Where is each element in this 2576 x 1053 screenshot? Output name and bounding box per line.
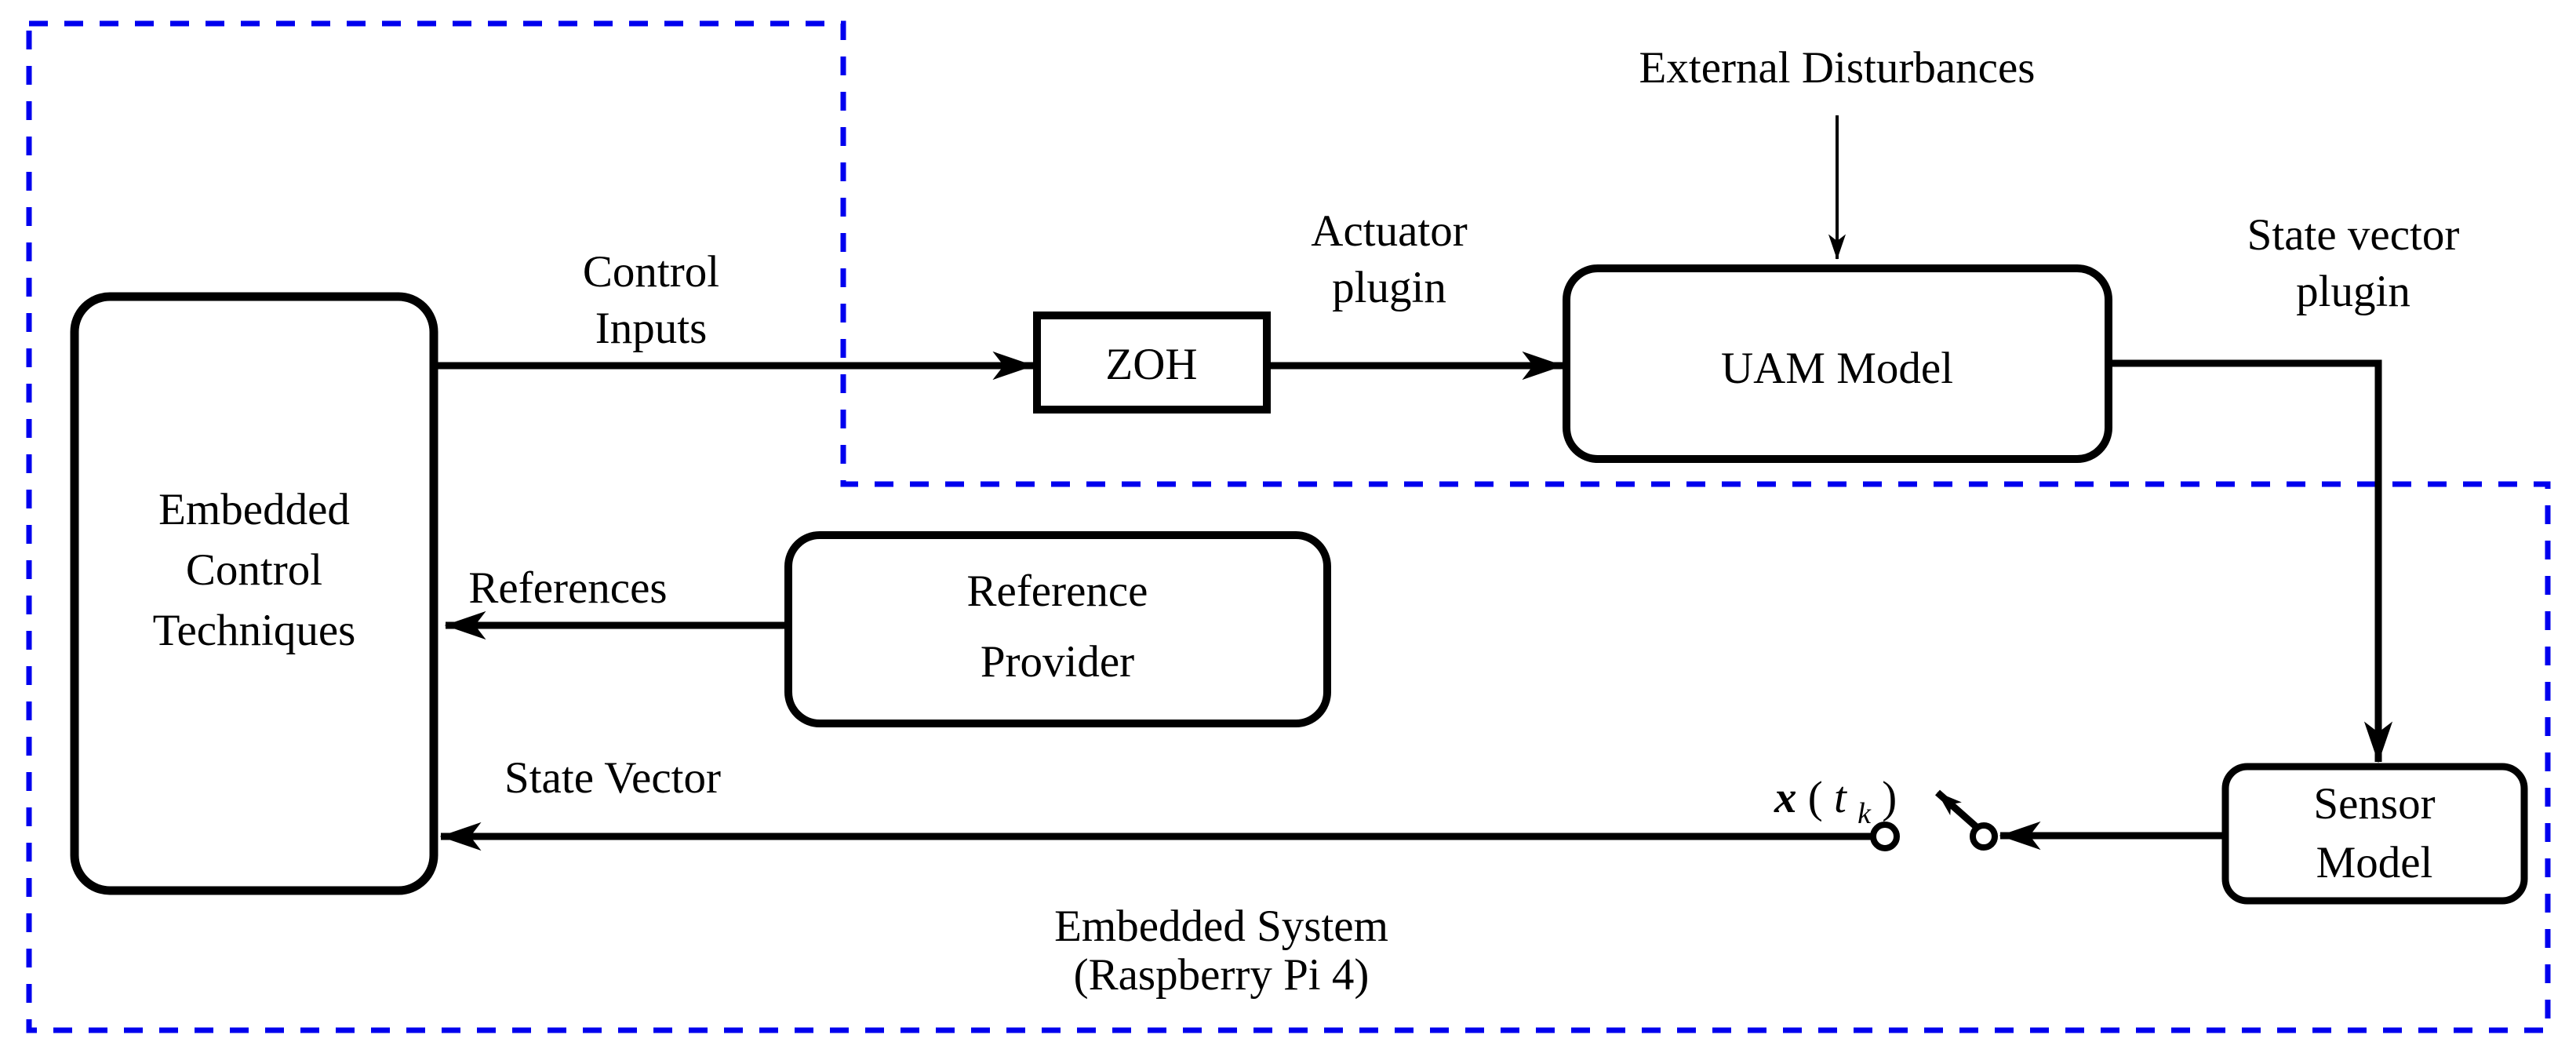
state-vector-plugin-label: State vector plugin xyxy=(2247,210,2460,316)
svg-text:Provider: Provider xyxy=(981,637,1134,687)
state-vector-label: State Vector xyxy=(504,753,721,803)
embedded-control-box xyxy=(70,292,438,895)
sampled-state-math-label: x ( t k ) xyxy=(1774,773,1897,833)
sensor-model-box xyxy=(2221,763,2528,905)
svg-text:Control: Control xyxy=(186,545,322,595)
zoh-box xyxy=(1033,312,1271,414)
reference-provider-box xyxy=(784,531,1331,727)
switch-node-right xyxy=(1970,822,1998,851)
external-disturbances-label: External Disturbances xyxy=(1639,43,2036,93)
svg-text:Actuator: Actuator xyxy=(1311,206,1467,256)
svg-text:Embedded System: Embedded System xyxy=(1054,902,1388,951)
embedded-system-caption: Embedded System (Raspberry Pi 4) xyxy=(1054,902,1388,1000)
embedded-control-label: Embedded Control Techniques xyxy=(153,485,356,655)
svg-text:Inputs: Inputs xyxy=(595,304,708,353)
svg-text:Sensor: Sensor xyxy=(2313,779,2435,829)
svg-text:Techniques: Techniques xyxy=(153,606,356,655)
actuator-plugin-label: Actuator plugin xyxy=(1311,206,1467,312)
svg-text:(Raspberry Pi 4): (Raspberry Pi 4) xyxy=(1074,950,1370,1000)
svg-text:Reference: Reference xyxy=(967,567,1148,616)
svg-text:Control: Control xyxy=(583,247,719,297)
svg-text:Model: Model xyxy=(2316,838,2433,887)
control-inputs-label: Control Inputs xyxy=(583,247,719,353)
switch-arm xyxy=(1935,789,1981,832)
svg-text:plugin: plugin xyxy=(2296,267,2410,316)
uam-to-sensor-arrow xyxy=(2108,359,2393,763)
zoh-label: ZOH xyxy=(1105,340,1197,389)
svg-text:State vector: State vector xyxy=(2247,210,2460,260)
switch-node-left xyxy=(1870,822,1900,851)
reference-provider-label: Reference Provider xyxy=(967,567,1148,687)
uam-model-box xyxy=(1563,264,2112,463)
svg-text:plugin: plugin xyxy=(1332,263,1446,312)
uam-model-label: UAM Model xyxy=(1721,344,1953,393)
sensor-model-label: Sensor Model xyxy=(2313,779,2435,887)
embedded-system-boundary-dashed xyxy=(26,20,2551,1033)
svg-text:Embedded: Embedded xyxy=(158,485,350,534)
sampling-switch xyxy=(1870,789,1998,851)
references-label: References xyxy=(468,563,667,613)
